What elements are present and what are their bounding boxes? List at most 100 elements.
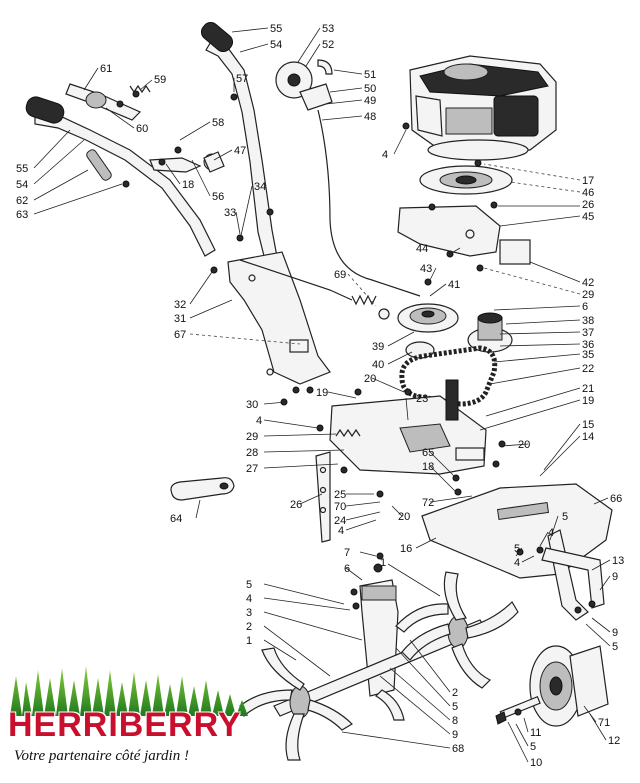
part-label-67: 67 (174, 329, 186, 341)
part-label-17: 17 (582, 175, 594, 187)
engine-mount-bracket (397, 205, 531, 265)
upper-left-handle (65, 83, 142, 121)
part-label-1: 1 (380, 557, 386, 569)
part-label-52: 52 (322, 39, 334, 51)
part-label-9: 9 (612, 571, 618, 583)
cable-spring (351, 294, 390, 320)
part-label-18: 18 (182, 179, 194, 191)
part-label-5: 5 (530, 741, 536, 753)
part-label-19: 19 (316, 387, 328, 399)
part-label-31: 31 (174, 313, 186, 325)
part-label-72: 72 (422, 497, 434, 509)
part-label-26: 26 (582, 199, 594, 211)
part-label-70: 70 (334, 501, 346, 513)
part-label-28: 28 (246, 447, 258, 459)
part-label-42: 42 (582, 277, 594, 289)
part-label-38: 38 (582, 315, 594, 327)
spring-clip (203, 151, 225, 173)
part-label-45: 45 (582, 211, 594, 223)
part-label-20: 20 (518, 439, 530, 451)
part-label-49: 49 (364, 95, 376, 107)
depth-bar (315, 451, 331, 543)
part-label-66: 66 (610, 493, 622, 505)
part-label-5: 5 (452, 701, 458, 713)
part-label-4: 4 (382, 149, 388, 161)
part-label-30: 30 (246, 399, 258, 411)
part-label-15: 15 (582, 419, 594, 431)
part-label-51: 51 (364, 69, 376, 81)
part-label-8: 8 (452, 715, 458, 727)
part-label-4: 4 (548, 527, 554, 539)
part-label-32: 32 (174, 299, 186, 311)
part-label-43: 43 (420, 263, 432, 275)
part-label-14: 14 (582, 431, 594, 443)
idler-pulley (397, 303, 459, 333)
part-label-7: 7 (344, 547, 350, 559)
part-label-53: 53 (322, 23, 334, 35)
part-label-2: 2 (452, 687, 458, 699)
part-label-40: 40 (372, 359, 384, 371)
tine-assembly-left (239, 647, 353, 761)
part-label-56: 56 (212, 191, 224, 203)
part-label-20: 20 (364, 373, 376, 385)
part-label-65: 65 (422, 447, 434, 459)
part-label-50: 50 (364, 83, 376, 95)
part-label-3: 3 (246, 607, 252, 619)
part-label-22: 22 (582, 363, 594, 375)
engine-pulley-plate (419, 165, 513, 195)
part-label-18: 18 (422, 461, 434, 473)
part-label-4: 4 (256, 415, 262, 427)
herriberry-logo (6, 660, 266, 772)
throttle-lever (275, 59, 333, 111)
part-label-4: 4 (246, 593, 252, 605)
part-label-55: 55 (16, 163, 28, 175)
part-label-55: 55 (270, 23, 282, 35)
leader-lines (33, 27, 611, 763)
part-label-68: 68 (452, 743, 464, 755)
part-label-37: 37 (582, 327, 594, 339)
part-label-4: 4 (514, 557, 520, 569)
part-label-26: 26 (290, 499, 302, 511)
right-handlebar (200, 21, 279, 265)
part-label-6: 6 (582, 301, 588, 313)
part-label-4: 4 (338, 525, 344, 537)
part-label-2: 2 (246, 621, 252, 633)
tine-assembly-right (401, 571, 519, 689)
part-label-29: 29 (582, 289, 594, 301)
logo-grass-icon (10, 666, 248, 716)
depth-spring (335, 428, 361, 438)
part-label-11: 11 (530, 727, 541, 739)
part-label-58: 58 (212, 117, 224, 129)
center-tines (375, 603, 449, 721)
part-label-41: 41 (448, 279, 460, 291)
part-labels: 55 54 53 52 61 59 57 51 50 49 48 60 58 4… (16, 23, 624, 769)
brand-tagline: Votre partenaire côté jardin ! (14, 748, 189, 764)
part-label-44: 44 (416, 243, 428, 255)
part-label-6: 6 (344, 563, 350, 575)
latch-spring (129, 84, 151, 94)
part-label-59: 59 (154, 74, 166, 86)
part-label-1: 1 (246, 635, 252, 647)
handle-mount-plate (227, 251, 331, 385)
part-label-47: 47 (234, 145, 246, 157)
part-label-64: 64 (170, 513, 182, 525)
transport-wheel (529, 645, 609, 727)
part-label-63: 63 (16, 209, 28, 221)
part-label-5: 5 (562, 511, 568, 523)
part-label-19: 19 (582, 395, 594, 407)
left-handlebar (25, 96, 216, 257)
part-label-12: 12 (608, 735, 620, 747)
part-label-9: 9 (452, 729, 458, 741)
part-label-25: 25 (334, 489, 346, 501)
part-label-71: 71 (598, 717, 610, 729)
grip-sleeve (86, 149, 112, 181)
gearbox-frame (329, 379, 487, 475)
part-label-54: 54 (16, 179, 28, 191)
wheel-arm (541, 547, 605, 609)
part-label-33: 33 (224, 207, 236, 219)
wrench (170, 477, 235, 501)
part-label-48: 48 (364, 111, 376, 123)
part-label-23: 23 (416, 393, 428, 405)
